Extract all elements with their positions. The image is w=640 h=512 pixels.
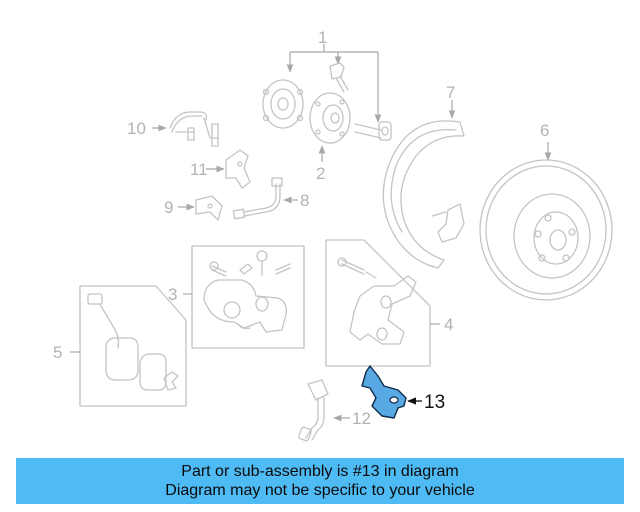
part-11-bracket — [206, 149, 251, 189]
part-5-brake-pads — [70, 285, 187, 407]
callout-5: 5 — [53, 343, 62, 362]
part-12-speed-sensor — [298, 379, 350, 442]
part-6-brake-rotor — [479, 142, 613, 301]
banner-line-1: Part or sub-assembly is #13 in diagram — [181, 463, 459, 480]
part-7-splash-shield — [382, 100, 465, 269]
callout-13: 13 — [424, 392, 445, 413]
callout-3: 3 — [168, 285, 177, 304]
callout-1: 1 — [318, 28, 327, 47]
part-10-wear-sensor — [152, 111, 219, 147]
callout-7: 7 — [446, 83, 455, 102]
part-4-caliper-carrier — [325, 239, 440, 367]
part-13-highlighted-bracket — [361, 365, 422, 419]
callout-9: 9 — [164, 198, 173, 217]
part-8-brake-hose — [232, 177, 298, 220]
banner-line-2: Diagram may not be specific to your vehi… — [165, 482, 475, 499]
part-9-hose-bracket — [178, 195, 223, 221]
callout-11: 11 — [190, 160, 208, 179]
part-1-hub-assembly — [262, 44, 392, 141]
callout-10: 10 — [127, 119, 146, 138]
callout-4: 4 — [444, 315, 453, 334]
info-banner: Part or sub-assembly is #13 in diagram D… — [16, 458, 624, 504]
callout-6: 6 — [540, 121, 549, 140]
callout-2: 2 — [316, 164, 325, 183]
callout-12: 12 — [352, 409, 371, 428]
part-3-caliper-housing — [183, 245, 305, 349]
part-2-wheel-hub — [309, 92, 351, 162]
callout-8: 8 — [300, 191, 309, 210]
